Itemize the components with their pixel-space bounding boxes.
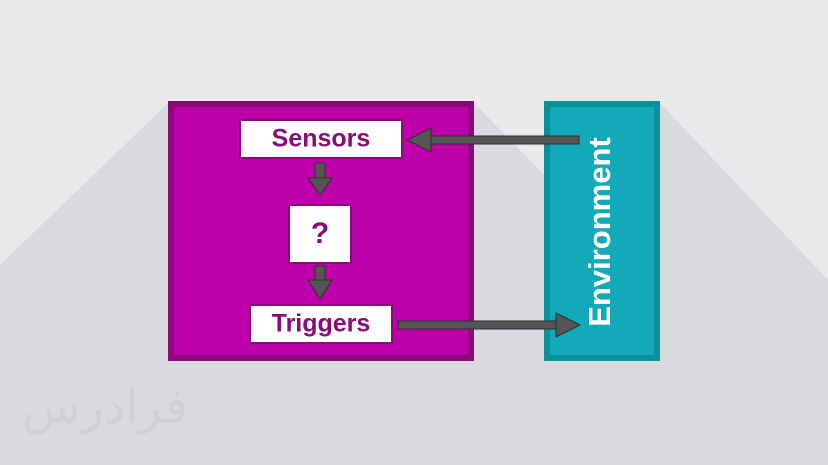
unknown-process-node	[288, 204, 352, 264]
arrow-environment-to-sensors	[405, 127, 580, 153]
triggers-label: Triggers	[272, 310, 371, 338]
arrow-unknown-to-triggers	[307, 265, 333, 300]
sensors-node	[239, 119, 403, 159]
unknown-process-label: ?	[311, 217, 329, 250]
arrow-sensors-to-unknown	[307, 162, 333, 196]
sensors-label: Sensors	[272, 125, 371, 153]
environment-label: Environment	[582, 137, 617, 326]
triggers-node	[249, 304, 393, 344]
watermark-logo: فرادرس	[22, 379, 188, 435]
arrow-triggers-to-environment	[397, 312, 582, 338]
environment-box	[544, 101, 660, 361]
